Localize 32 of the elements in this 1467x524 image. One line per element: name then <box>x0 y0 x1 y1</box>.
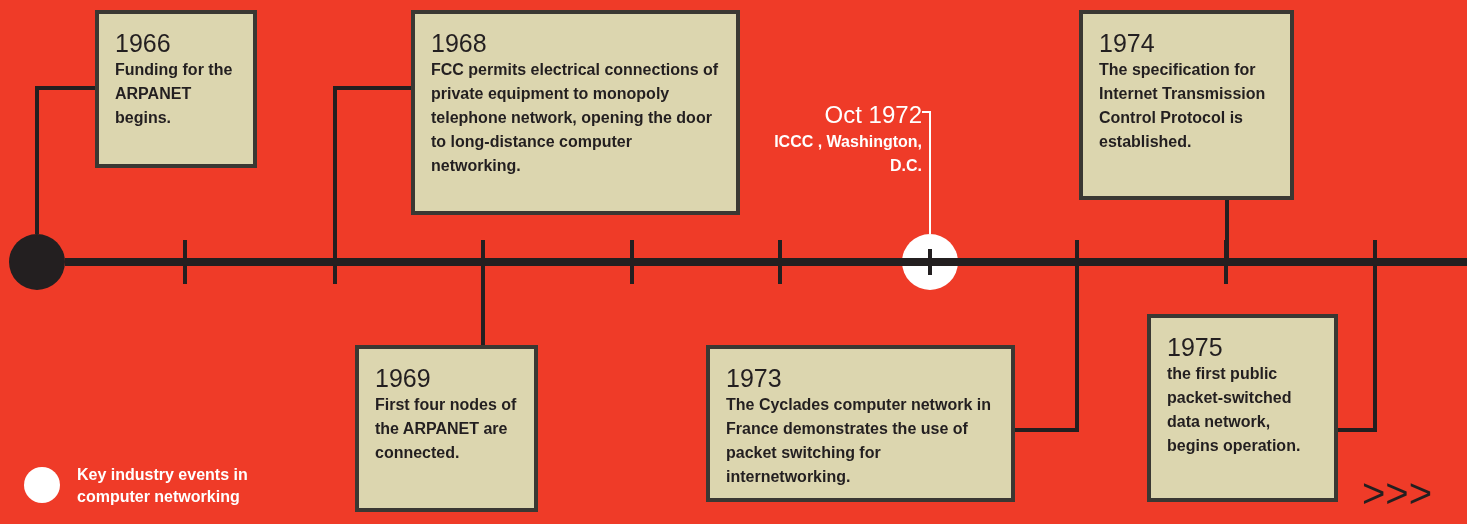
event-description: the first public packet-switched data network, begins operation. <box>1167 364 1302 456</box>
event-description: The specification for Internet Transmission Control Protocol is established. <box>1099 60 1267 152</box>
connector-line <box>333 86 411 258</box>
timeline-bar <box>65 258 1467 266</box>
date-text: Oct 1972 <box>823 100 922 130</box>
event-description: The Cyclades computer network in France demonstrates the use of packet switching for internetworking. <box>726 395 992 487</box>
connector-line <box>1225 200 1229 258</box>
year-text: 1975 <box>1167 332 1223 362</box>
year-text: 1968 <box>431 28 487 58</box>
connector-line <box>1015 266 1079 432</box>
event-description: Funding for the ARPANET begins. <box>115 60 234 128</box>
legend-text: Key industry events in computer networking <box>77 465 249 507</box>
event-box <box>1147 314 1338 502</box>
event-box <box>95 10 257 168</box>
event-box <box>411 10 740 215</box>
year-text: 1973 <box>726 363 782 393</box>
event-description: ICCC , Washington, D.C. <box>773 132 922 176</box>
start-marker <box>9 234 65 290</box>
continue-marker: >>> <box>1362 470 1433 516</box>
event-description: First four nodes of the ARPANET are connected. <box>375 395 518 463</box>
event-box <box>355 345 538 512</box>
event-box <box>706 345 1015 502</box>
year-text: 1974 <box>1099 28 1155 58</box>
year-text: 1966 <box>115 28 171 58</box>
connector-line <box>481 266 485 345</box>
connector-line <box>921 111 931 235</box>
connector-line <box>1338 266 1377 432</box>
connector-line <box>35 86 95 234</box>
year-text: 1969 <box>375 363 431 393</box>
event-marker <box>902 234 958 290</box>
event-box <box>1079 10 1294 200</box>
event-description: FCC permits electrical connections of private equipment to monopoly telephone network, opening the door to long-distance computer networking. <box>431 60 720 176</box>
